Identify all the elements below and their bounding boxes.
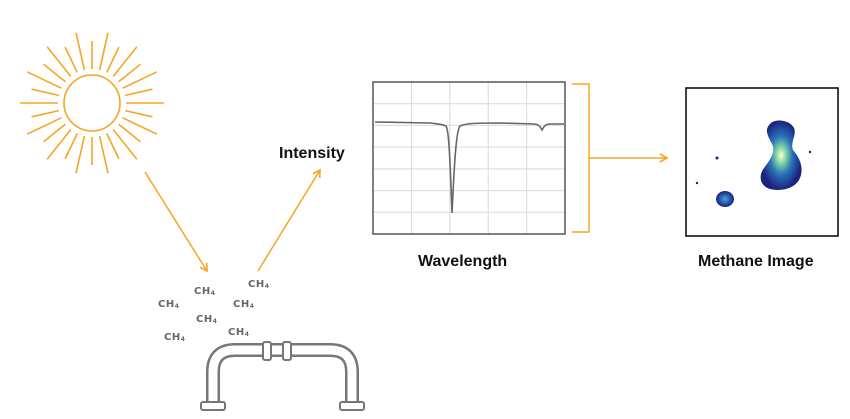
arrow-gas-to-intensity <box>257 168 321 272</box>
sun-ray <box>118 123 141 143</box>
sun-ray <box>43 123 66 143</box>
sun-ray <box>98 135 109 174</box>
bracket <box>572 83 590 233</box>
sun-ray <box>26 117 62 135</box>
sun-ray <box>26 71 62 89</box>
wavelength-label: Wavelength <box>418 253 508 270</box>
sun-disc <box>63 74 121 132</box>
sun-ray <box>112 129 138 160</box>
sun-ray <box>31 109 60 118</box>
methane-plume-main <box>760 120 802 190</box>
ch4-molecule: CH4 <box>158 299 180 310</box>
sun-ray <box>43 63 66 83</box>
ch4-molecule: CH4 <box>228 327 250 338</box>
ch4-molecule: CH4 <box>194 286 216 297</box>
methane-speck <box>715 156 719 160</box>
ch4-molecule: CH4 <box>196 314 218 325</box>
sun-icon <box>20 32 164 174</box>
sun-ray <box>122 71 158 89</box>
methane-speck <box>808 150 812 154</box>
sun-ray <box>106 46 120 73</box>
sun-ray <box>124 88 153 97</box>
sun-ray <box>64 46 78 73</box>
sun-ray <box>75 135 86 174</box>
ch4-molecule: CH4 <box>248 279 270 290</box>
sun-ray <box>46 129 72 160</box>
ch4-molecule: CH4 <box>164 332 186 343</box>
methane-speck <box>695 181 699 185</box>
sun-ray <box>31 88 60 97</box>
methane-plume-small <box>716 191 734 207</box>
spectrum-frame <box>372 81 566 235</box>
intensity-label: Intensity <box>279 145 345 162</box>
sun-ray <box>124 109 153 118</box>
sun-ray <box>64 133 78 160</box>
sun-ray <box>75 32 86 71</box>
sun-ray <box>122 117 158 135</box>
methane-image-label: Methane Image <box>698 253 814 270</box>
pipeline-icon <box>200 341 365 411</box>
arrow-sun-to-gas <box>144 171 208 273</box>
sun-ray <box>106 133 120 160</box>
methane-image-frame <box>685 87 839 237</box>
sun-ray <box>46 46 72 77</box>
ch4-molecule: CH4 <box>233 299 255 310</box>
sun-ray <box>98 32 109 71</box>
spectrum-line <box>374 121 564 214</box>
spectrum-plot <box>372 81 566 235</box>
sun-ray <box>112 46 138 77</box>
sun-ray <box>118 63 141 83</box>
methane-image <box>685 87 839 237</box>
